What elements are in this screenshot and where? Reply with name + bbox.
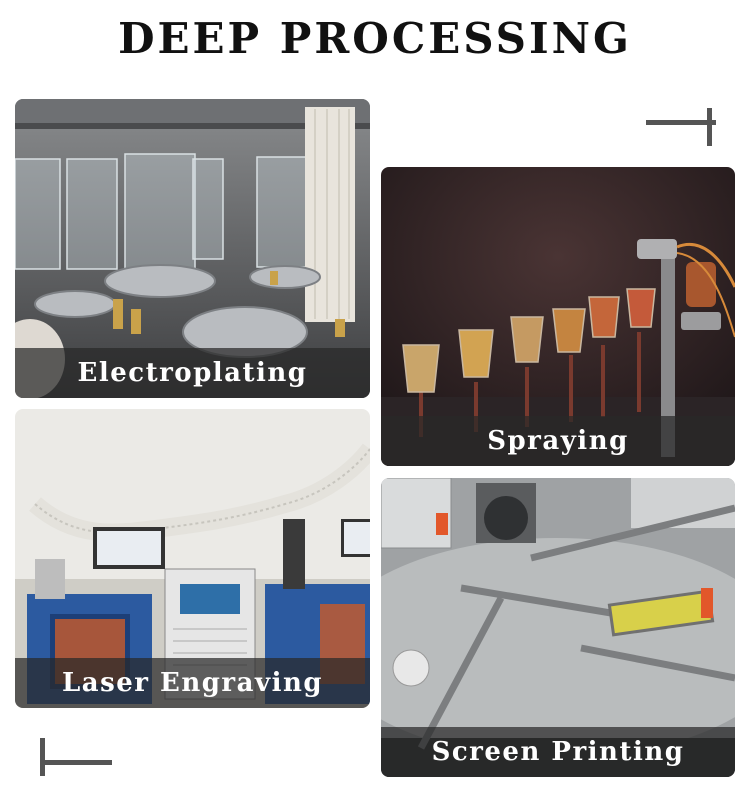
corner-mark-bottom-left xyxy=(40,738,112,776)
spraying-label: Spraying xyxy=(381,416,735,466)
electroplating-label: Electroplating xyxy=(15,348,370,398)
page-title: DEEP PROCESSING xyxy=(118,14,632,63)
screen-printing-label: Screen Printing xyxy=(381,727,735,777)
laser-engraving-card: Laser Engraving xyxy=(15,409,370,708)
electroplating-card: Electroplating xyxy=(15,99,370,398)
screen-printing-card: Screen Printing xyxy=(381,478,735,777)
electroplating-photo xyxy=(15,99,370,398)
laser-engraving-label: Laser Engraving xyxy=(15,658,370,708)
corner-mark-top-right xyxy=(646,108,716,146)
spraying-card: Spraying xyxy=(381,167,735,466)
